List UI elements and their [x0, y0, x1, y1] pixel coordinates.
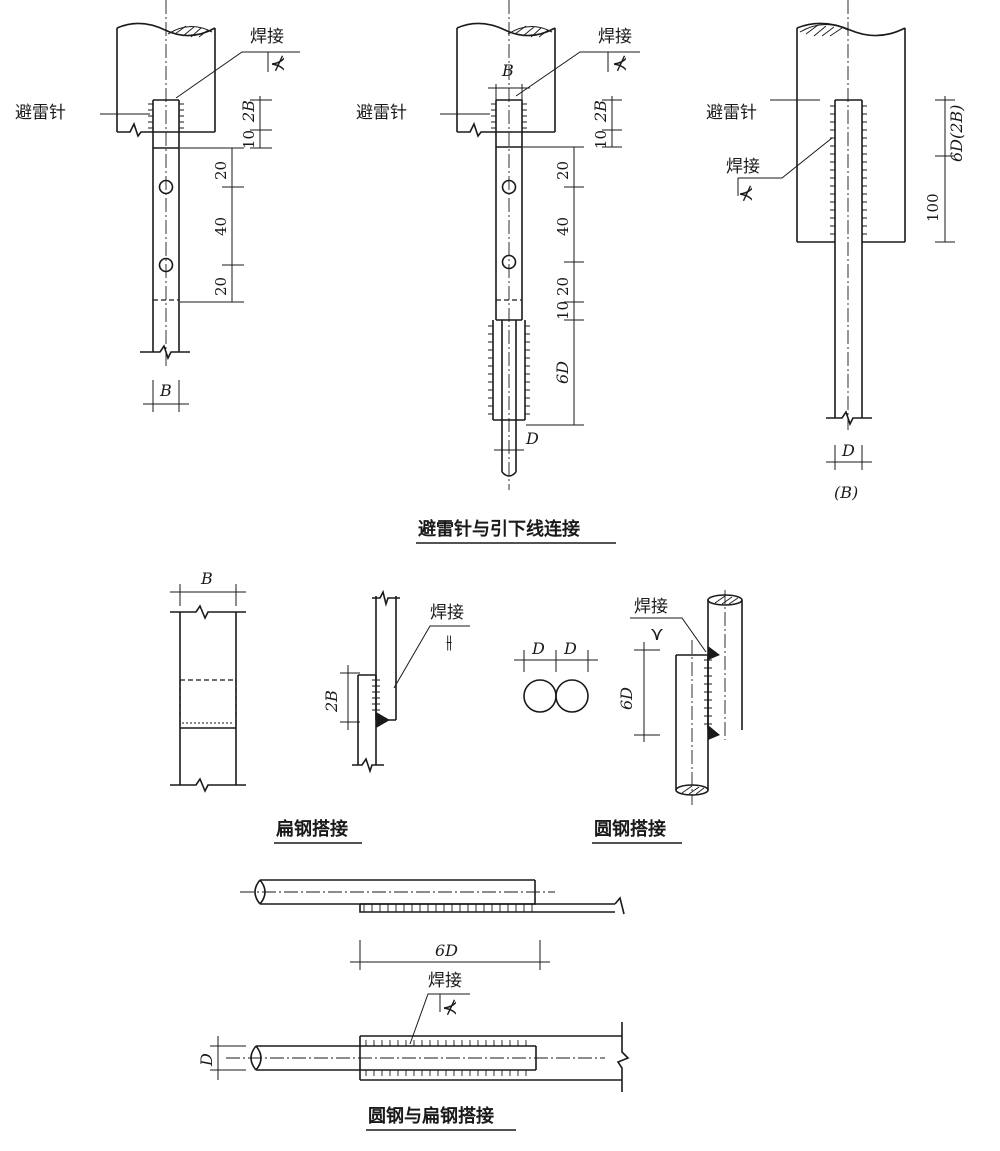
label-lightning-rod-2: 避雷针 [356, 103, 407, 123]
weld-symbol-1: ⊀ [270, 53, 286, 75]
dim-D-6b: D [563, 639, 577, 658]
dim-20a-2: 20 [554, 161, 572, 180]
dim-B-1: B [159, 381, 172, 400]
label-weld-9: 焊接 [428, 971, 462, 991]
figure-rod-flat-steel [100, 0, 300, 412]
figure-round-flat-side [210, 993, 630, 1092]
weld-symbol-2: ⊀ [612, 53, 628, 75]
dim-6D2B-3: 6D(2B) [947, 105, 966, 162]
label-lightning-rod-3: 避雷针 [706, 103, 757, 123]
dim-100-3: 100 [924, 193, 942, 222]
figure-flat-lap-front [170, 584, 246, 793]
dim-B-2: B [501, 61, 514, 80]
dim-10b-2: 10 [554, 301, 572, 320]
dim-2B-5: 2B [322, 690, 341, 713]
caption-flat-steel-lap: 扁钢搭接 [276, 818, 348, 840]
weld-symbol-5: ⫲ [446, 631, 452, 653]
dim-20a-1: 20 [212, 161, 230, 180]
figure-round-flat-top [240, 879, 625, 970]
figure-rod-round-steel [737, 0, 955, 470]
dim-20b-1: 20 [212, 277, 230, 296]
dim-40-2: 40 [554, 217, 572, 236]
dim-B-paren-3: (B) [834, 483, 858, 502]
caption-rod-downlead: 避雷针与引下线连接 [418, 518, 580, 540]
dim-6D-7: 6D [617, 687, 636, 710]
label-weld-3: 焊接 [726, 157, 760, 177]
dim-D-9: D [197, 1053, 216, 1067]
caption-round-steel-lap: 圆钢搭接 [594, 818, 666, 840]
dim-40-1: 40 [212, 217, 230, 236]
label-lightning-rod-1: 避雷针 [15, 103, 66, 123]
dim-D-3: D [841, 441, 855, 460]
caption-round-flat-lap: 圆钢与扁钢搭接 [368, 1105, 494, 1127]
figure-rod-flat-round [440, 0, 640, 490]
dim-20b-2: 20 [554, 277, 572, 296]
dim-6D-2: 6D [553, 361, 572, 384]
figure-round-bars-section [514, 650, 598, 713]
dim-D-2: D [525, 429, 539, 448]
weld-symbol-7: ⋎ [650, 623, 664, 645]
dim-D-6a: D [531, 639, 545, 658]
dim-10-1: 10 [240, 130, 258, 149]
label-weld-7: 焊接 [634, 597, 668, 617]
weld-symbol-9: ⊀ [442, 997, 458, 1019]
figure-flat-lap-side [340, 589, 470, 774]
figure-round-lap [630, 590, 743, 805]
dim-6D-8: 6D [435, 941, 458, 960]
weld-symbol-3: ⊀ [738, 183, 754, 205]
dim-2B-1: 2B [239, 100, 258, 123]
dim-10a-2: 10 [592, 130, 610, 149]
label-weld-1: 焊接 [250, 27, 284, 47]
label-weld-5: 焊接 [430, 603, 464, 623]
dim-2B-2: 2B [591, 100, 610, 123]
dim-B-4: B [200, 569, 213, 588]
label-weld-2: 焊接 [598, 27, 632, 47]
